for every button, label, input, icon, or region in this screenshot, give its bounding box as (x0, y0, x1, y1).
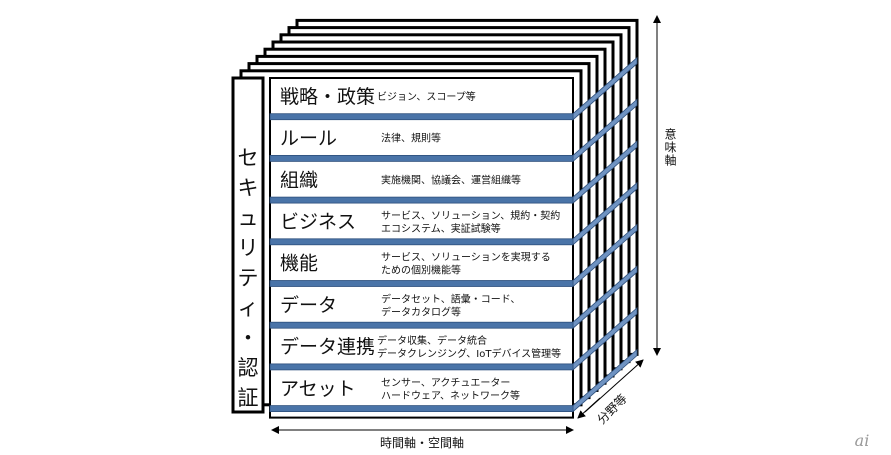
layer-description: 実施機関、協議会、運営組織等 (381, 173, 521, 186)
layer-description: 法律、規則等 (381, 132, 441, 145)
security-pillar: セキュリティ・認証 (231, 76, 265, 414)
layer-title: 戦略・政策 (280, 86, 375, 108)
layer-separator-bar (269, 154, 574, 162)
layer-separator-bar (269, 405, 574, 413)
depth-axis-label: 分野等 (594, 391, 629, 426)
layer-description: ビジョン、スコープ等 (377, 90, 476, 103)
layer-separator-bar (269, 238, 574, 246)
ai-logo: ai (855, 431, 870, 450)
layer-description: エコシステム、実証試験等 (381, 222, 501, 235)
layer-row: 戦略・政策ビジョン、スコープ等 (269, 56, 638, 121)
layer-description: データクレンジング、IoTデバイス管理等 (377, 347, 561, 360)
layer-row: データ連携データ収集、データ統合データクレンジング、IoTデバイス管理等 (269, 307, 638, 371)
layer-row: データ データセット、語彙・コード、データカタログ等 (269, 265, 638, 330)
horizontal-axis-label: 時間軸・空間軸 (380, 436, 464, 450)
security-pillar-label: セキュリティ・認証 (238, 146, 259, 410)
layer-row: ルール 法律、規則等 (269, 98, 638, 163)
layer-rows: 戦略・政策ビジョン、スコープ等ルール 法律、規則等組織 実施機関、協議会、運営組織等… (269, 56, 638, 419)
horizontal-axis: 時間軸・空間軸 (271, 426, 574, 450)
layer-title: ルール (280, 128, 337, 150)
layer-row: 組織 実施機関、協議会、運営組織等 (269, 140, 638, 204)
layer-separator-bar (269, 196, 574, 204)
layer-title: アセット (280, 378, 356, 400)
layer-description: ための個別機能等 (381, 264, 461, 277)
layer-separator-bar (269, 113, 574, 121)
layer-title: ビジネス (280, 211, 356, 233)
layer-description: サービス、ソリューションを実現する (381, 251, 551, 264)
layer-description: データ収集、データ統合 (377, 334, 487, 347)
layer-title: データ (280, 294, 337, 316)
layer-separator-bar (269, 280, 574, 287)
layer-description: サービス、ソリューション、規約・契約 (381, 209, 560, 222)
layer-title: データ連携 (280, 336, 375, 358)
layer-title: 機能 (280, 253, 318, 275)
layer-description: センサー、アクチュエーター (381, 377, 510, 389)
vertical-axis-label: 意味軸 (662, 128, 678, 167)
layer-description: ハードウェア、ネットワーク等 (381, 389, 520, 402)
layer-separator-bar (269, 363, 574, 371)
layer-title: 組織 (280, 169, 318, 191)
layer-separator-bar (269, 321, 574, 329)
layer-description: データカタログ等 (381, 305, 461, 318)
layer-description: データセット、語彙・コード、 (381, 292, 520, 305)
